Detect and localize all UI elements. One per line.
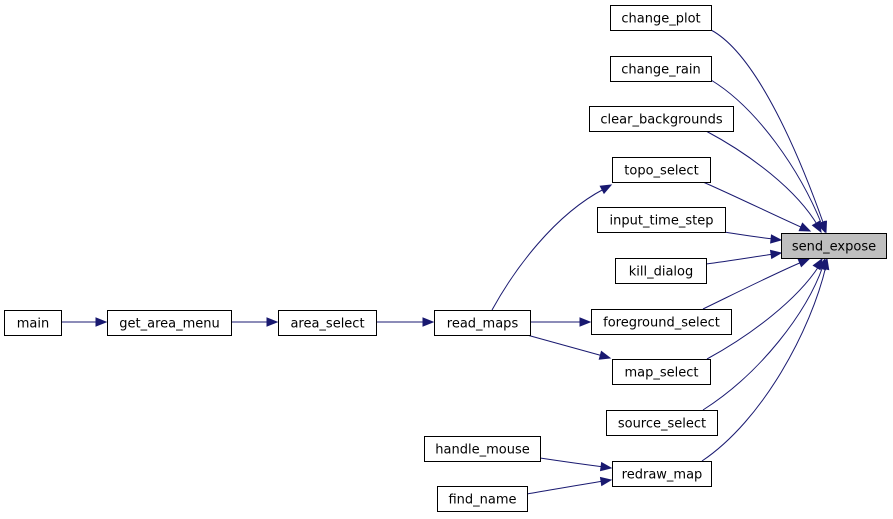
edge-read_maps-to-topo_select (491, 184, 613, 311)
node-change_rain[interactable]: change_rain (610, 56, 712, 82)
arrowhead-icon (820, 257, 830, 271)
edge-line (705, 253, 775, 265)
node-box (606, 410, 718, 436)
edge-redraw_map-to-send_expose (701, 257, 830, 462)
edge-input_time_step-to-send_expose (723, 231, 783, 244)
node-label: area_select (290, 317, 364, 332)
node-change_plot[interactable]: change_plot (610, 5, 712, 31)
edge-foreground_select-to-send_expose (702, 258, 811, 310)
arrowhead-icon (95, 317, 108, 327)
edge-change_rain-to-send_expose (710, 79, 826, 234)
node-label: clear_backgrounds (600, 113, 722, 128)
edge-handle_mouse-to-redraw_map (539, 457, 613, 472)
arrowhead-icon (599, 476, 613, 487)
edge-topo_select-to-send_expose (702, 181, 812, 232)
node-input_time_step[interactable]: input_time_step (597, 207, 726, 233)
arrowhead-icon (599, 461, 613, 472)
arrowhead-icon (266, 317, 279, 327)
arrowhead-icon (797, 258, 811, 268)
node-box (107, 310, 232, 336)
node-box (610, 56, 712, 82)
edge-line (539, 457, 605, 468)
node-label: change_rain (621, 63, 701, 78)
edge-read_maps-to-foreground_select (530, 317, 592, 327)
node-main[interactable]: main (4, 310, 62, 336)
node-handle_mouse[interactable]: handle_mouse (424, 436, 541, 462)
node-box (424, 436, 541, 462)
arrowhead-icon (769, 249, 783, 260)
node-kill_dialog[interactable]: kill_dialog (615, 258, 707, 284)
node-box (781, 233, 887, 259)
node-box (615, 258, 707, 284)
edge-line (710, 79, 823, 226)
arrowhead-icon (770, 234, 783, 244)
node-label: find_name (448, 493, 516, 508)
edge-line (701, 265, 827, 462)
edge-line (491, 188, 605, 311)
node-label: source_select (618, 417, 706, 432)
edge-read_maps-to-map_select (526, 334, 612, 360)
edges-layer (61, 29, 830, 495)
node-foreground_select[interactable]: foreground_select (591, 309, 732, 335)
edge-line (710, 29, 825, 226)
edge-get_area_menu-to-area_select (231, 317, 279, 327)
node-label: read_maps (447, 317, 519, 332)
node-read_maps[interactable]: read_maps (434, 310, 531, 336)
edge-line (705, 130, 819, 227)
arrowhead-icon (599, 184, 613, 195)
node-label: foreground_select (603, 316, 720, 331)
node-label: handle_mouse (435, 443, 529, 458)
edge-line (702, 181, 804, 229)
nodes-layer: send_expose change_plot change_rain clear_b… (4, 5, 887, 512)
node-clear_backgrounds[interactable]: clear_backgrounds (589, 106, 734, 132)
arrowhead-icon (579, 317, 592, 327)
node-box (610, 5, 712, 31)
node-label: input_time_step (610, 214, 714, 229)
node-label: get_area_menu (119, 317, 219, 332)
node-box (591, 309, 732, 335)
arrowhead-icon (422, 317, 435, 327)
node-source_select[interactable]: source_select (606, 410, 718, 436)
node-topo_select[interactable]: topo_select (612, 157, 711, 183)
edge-main-to-get_area_menu (61, 317, 108, 327)
node-map_select[interactable]: map_select (612, 359, 711, 385)
node-box (612, 157, 711, 183)
node-box (612, 359, 711, 385)
edge-line (526, 334, 604, 357)
node-area_select[interactable]: area_select (278, 310, 377, 336)
edge-kill_dialog-to-send_expose (705, 249, 783, 265)
node-label: main (17, 317, 49, 332)
node-send_expose[interactable]: send_expose (781, 233, 887, 259)
node-label: topo_select (624, 164, 698, 179)
edge-area_select-to-read_maps (376, 317, 435, 327)
arrowhead-icon (598, 350, 612, 360)
node-box (278, 310, 377, 336)
node-box (437, 486, 528, 512)
node-box (4, 310, 62, 336)
arrowhead-icon (798, 222, 812, 232)
arrowhead-icon (811, 220, 822, 234)
node-redraw_map[interactable]: redraw_map (612, 461, 712, 487)
node-box (589, 106, 734, 132)
edge-line (526, 480, 605, 495)
node-find_name[interactable]: find_name (437, 486, 528, 512)
node-label: send_expose (792, 240, 876, 255)
edge-line (706, 265, 820, 360)
edge-line (702, 261, 803, 310)
node-get_area_menu[interactable]: get_area_menu (107, 310, 232, 336)
node-label: redraw_map (622, 468, 703, 483)
node-label: change_plot (621, 12, 700, 27)
node-label: kill_dialog (629, 265, 694, 280)
edge-clear_backgrounds-to-send_expose (705, 130, 822, 234)
edge-find_name-to-redraw_map (526, 476, 613, 495)
node-box (434, 310, 531, 336)
node-box (612, 461, 712, 487)
edge-line (702, 265, 824, 411)
node-box (597, 207, 726, 233)
edge-line (723, 231, 775, 240)
node-label: map_select (624, 366, 698, 381)
